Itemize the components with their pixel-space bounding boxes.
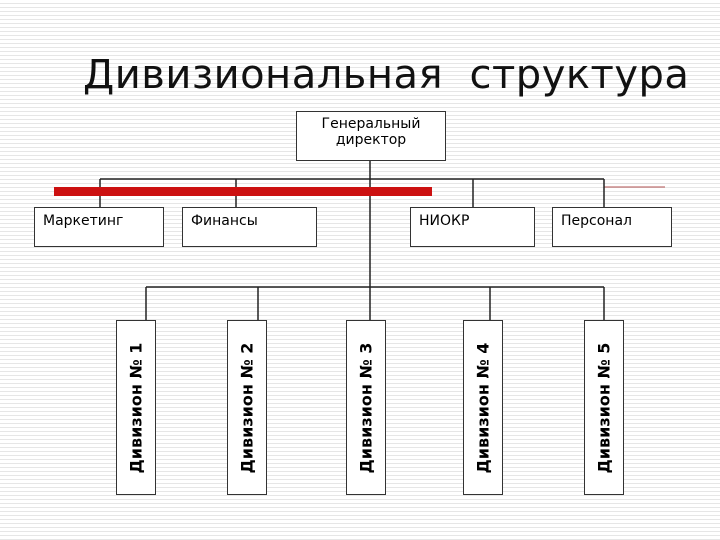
- dept-label: НИОКР: [419, 213, 470, 229]
- division-box-5: Дивизион № 5: [584, 320, 624, 495]
- dept-label: Финансы: [191, 213, 258, 229]
- dept-personnel: Персонал: [552, 207, 672, 247]
- division-box-4: Дивизион № 4: [463, 320, 503, 495]
- division-label: Дивизион № 5: [594, 342, 614, 473]
- division-box-1: Дивизион № 1: [116, 320, 156, 495]
- page-title: Дивизиональная структура: [83, 52, 690, 98]
- ceo-label-line1: Генеральный: [321, 116, 421, 132]
- dept-finance: Финансы: [182, 207, 317, 247]
- dept-rnd: НИОКР: [410, 207, 535, 247]
- dept-marketing: Маркетинг: [34, 207, 164, 247]
- division-label: Дивизион № 2: [237, 342, 257, 473]
- ceo-label-line2: директор: [335, 132, 407, 148]
- dept-label: Маркетинг: [43, 213, 124, 229]
- dept-label: Персонал: [561, 213, 632, 229]
- division-label: Дивизион № 4: [473, 342, 493, 473]
- division-label: Дивизион № 1: [126, 342, 146, 473]
- red-accent-bar: [54, 187, 432, 196]
- division-box-3: Дивизион № 3: [346, 320, 386, 495]
- division-box-2: Дивизион № 2: [227, 320, 267, 495]
- division-label: Дивизион № 3: [356, 342, 376, 473]
- ceo-box: Генеральный директор: [296, 111, 446, 161]
